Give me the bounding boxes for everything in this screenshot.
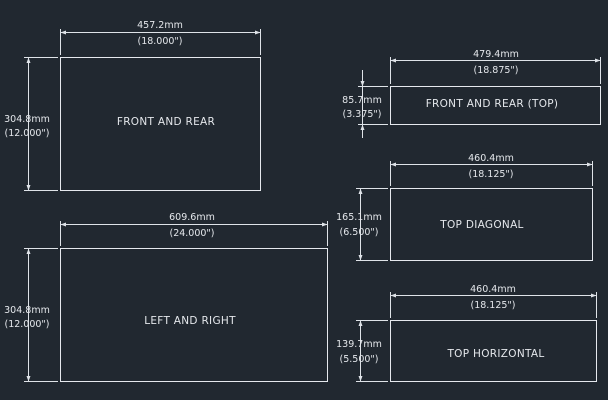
height-mm: 304.8mm: [4, 114, 50, 125]
width-in: (18.125"): [468, 169, 513, 180]
width-mm: 457.2mm: [137, 20, 183, 31]
height-dimension: 85.7mm (3.375"): [342, 70, 388, 138]
width-in: (18.000"): [137, 36, 182, 47]
width-in: (18.125"): [470, 300, 515, 311]
height-in: (12.000"): [4, 128, 49, 139]
width-in: (24.000"): [169, 228, 214, 239]
width-mm: 460.4mm: [470, 284, 516, 295]
height-in: (12.000"): [4, 319, 49, 330]
panel-front-and-rear: FRONT AND REAR 457.2mm (18.000") 304.8mm…: [4, 20, 261, 191]
height-mm: 139.7mm: [336, 339, 382, 350]
width-mm: 609.6mm: [169, 212, 215, 223]
panel-label: LEFT AND RIGHT: [144, 315, 236, 327]
panel-outline: [60, 248, 328, 382]
panel-label: TOP HORIZONTAL: [446, 348, 544, 360]
width-dimension: 479.4mm (18.875"): [390, 49, 601, 84]
height-mm: 165.1mm: [336, 212, 382, 223]
panel-outline: [390, 86, 601, 125]
panel-outline: [60, 57, 261, 191]
panel-label: FRONT AND REAR (TOP): [426, 98, 559, 110]
panel-outline: [390, 320, 597, 382]
panel-top-horizontal: TOP HORIZONTAL 460.4mm (18.125") 139.7mm…: [336, 284, 597, 382]
panel-outline: [390, 188, 593, 261]
height-mm: 304.8mm: [4, 305, 50, 316]
height-dimension: 139.7mm (5.500"): [336, 320, 388, 382]
panel-label: TOP DIAGONAL: [439, 219, 523, 231]
width-dimension: 609.6mm (24.000"): [60, 212, 328, 246]
height-in: (3.375"): [343, 109, 382, 120]
width-dimension: 460.4mm (18.125"): [390, 284, 597, 318]
width-dimension: 460.4mm (18.125"): [390, 153, 593, 186]
height-dimension: 304.8mm (12.000"): [4, 57, 58, 191]
width-mm: 460.4mm: [468, 153, 514, 164]
panel-front-and-rear-top: FRONT AND REAR (TOP) 479.4mm (18.875") 8…: [342, 49, 601, 138]
width-dimension: 457.2mm (18.000"): [60, 20, 261, 55]
panel-left-and-right: LEFT AND RIGHT 609.6mm (24.000") 304.8mm…: [4, 212, 328, 382]
width-in: (18.875"): [473, 65, 518, 76]
height-in: (5.500"): [340, 354, 379, 365]
width-mm: 479.4mm: [473, 49, 519, 60]
panel-top-diagonal: TOP DIAGONAL 460.4mm (18.125") 165.1mm (…: [336, 153, 593, 261]
height-dimension: 165.1mm (6.500"): [336, 188, 388, 261]
height-mm: 85.7mm: [342, 95, 382, 106]
panel-label: FRONT AND REAR: [117, 116, 215, 128]
height-in: (6.500"): [340, 227, 379, 238]
height-dimension: 304.8mm (12.000"): [4, 248, 58, 382]
